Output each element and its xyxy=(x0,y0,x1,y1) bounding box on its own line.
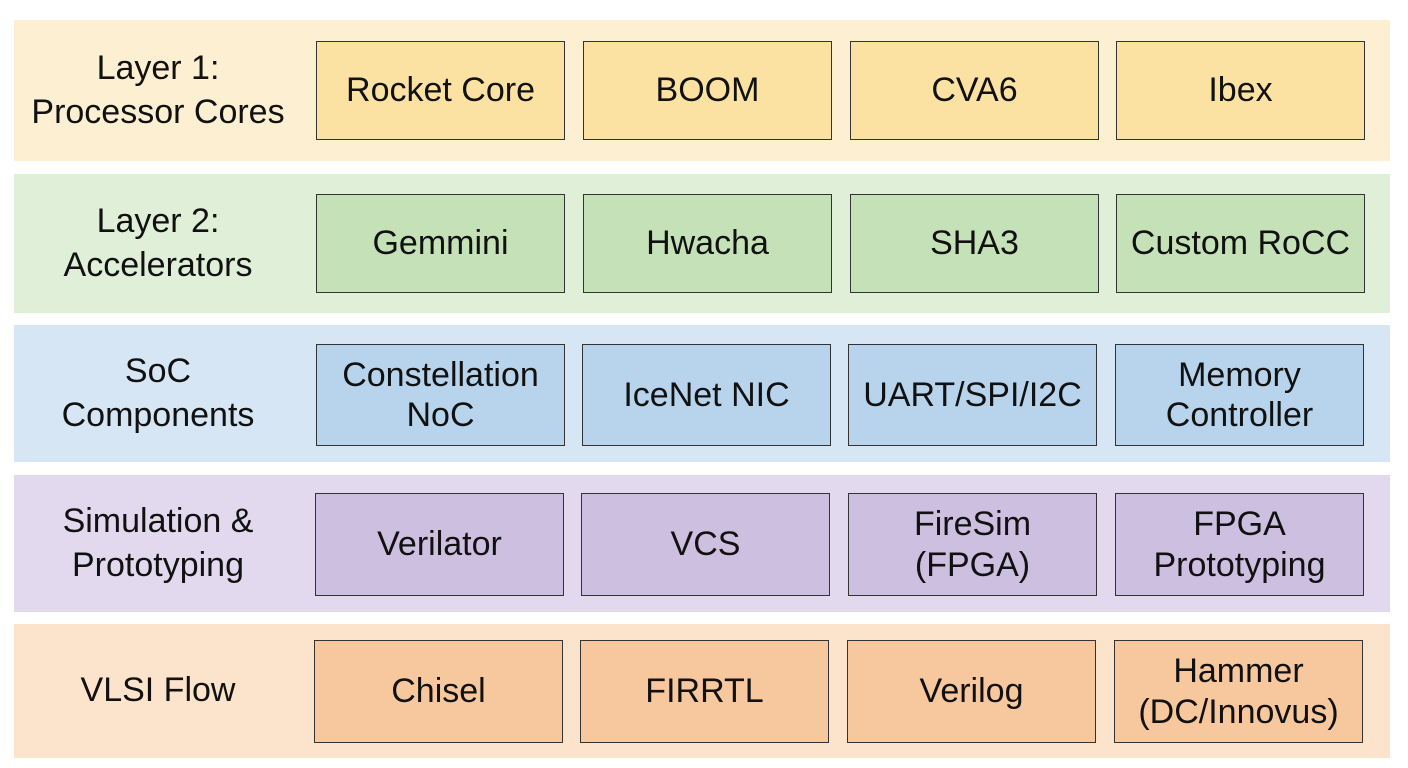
box-verilator: Verilator xyxy=(315,493,564,596)
box-vcs: VCS xyxy=(581,493,830,596)
box-constellation-noc: Constellation NoC xyxy=(316,344,565,446)
layer-label: SoC Components xyxy=(61,352,255,434)
box-sha3: SHA3 xyxy=(850,194,1099,293)
box-memory-controller: Memory Controller xyxy=(1115,344,1364,446)
box-ibex: Ibex xyxy=(1116,41,1365,140)
box-gemmini: Gemmini xyxy=(316,194,565,293)
layer-label: Layer 2: Accelerators xyxy=(63,202,253,284)
layer-label: Simulation & Prototyping xyxy=(62,502,254,584)
layer-label: VLSI Flow xyxy=(80,671,236,710)
box-uart-spi-i2c: UART/SPI/I2C xyxy=(848,344,1097,446)
box-icenet-nic: IceNet NIC xyxy=(582,344,831,446)
layer-vlsi-flow: VLSI Flow Chisel FIRRTL Verilog Hammer (… xyxy=(14,624,1390,758)
box-firrtl: FIRRTL xyxy=(580,640,829,743)
box-hwacha: Hwacha xyxy=(583,194,832,293)
box-rocket-core: Rocket Core xyxy=(316,41,565,140)
box-firesim: FireSim (FPGA) xyxy=(848,493,1097,596)
box-boom: BOOM xyxy=(583,41,832,140)
layer-simulation-prototyping: Simulation & Prototyping Verilator VCS F… xyxy=(14,475,1390,612)
box-fpga-prototyping: FPGA Prototyping xyxy=(1115,493,1364,596)
box-chisel: Chisel xyxy=(314,640,563,743)
layer-label: Layer 1: Processor Cores xyxy=(31,49,285,131)
layer-accelerators: Layer 2: Accelerators Gemmini Hwacha SHA… xyxy=(14,174,1390,313)
layer-soc-components: SoC Components Constellation NoC IceNet … xyxy=(14,325,1390,462)
box-cva6: CVA6 xyxy=(850,41,1099,140)
box-hammer: Hammer (DC/Innovus) xyxy=(1114,640,1363,743)
layer-processor-cores: Layer 1: Processor Cores Rocket Core BOO… xyxy=(14,20,1390,161)
box-verilog: Verilog xyxy=(847,640,1096,743)
box-custom-rocc: Custom RoCC xyxy=(1116,194,1365,293)
